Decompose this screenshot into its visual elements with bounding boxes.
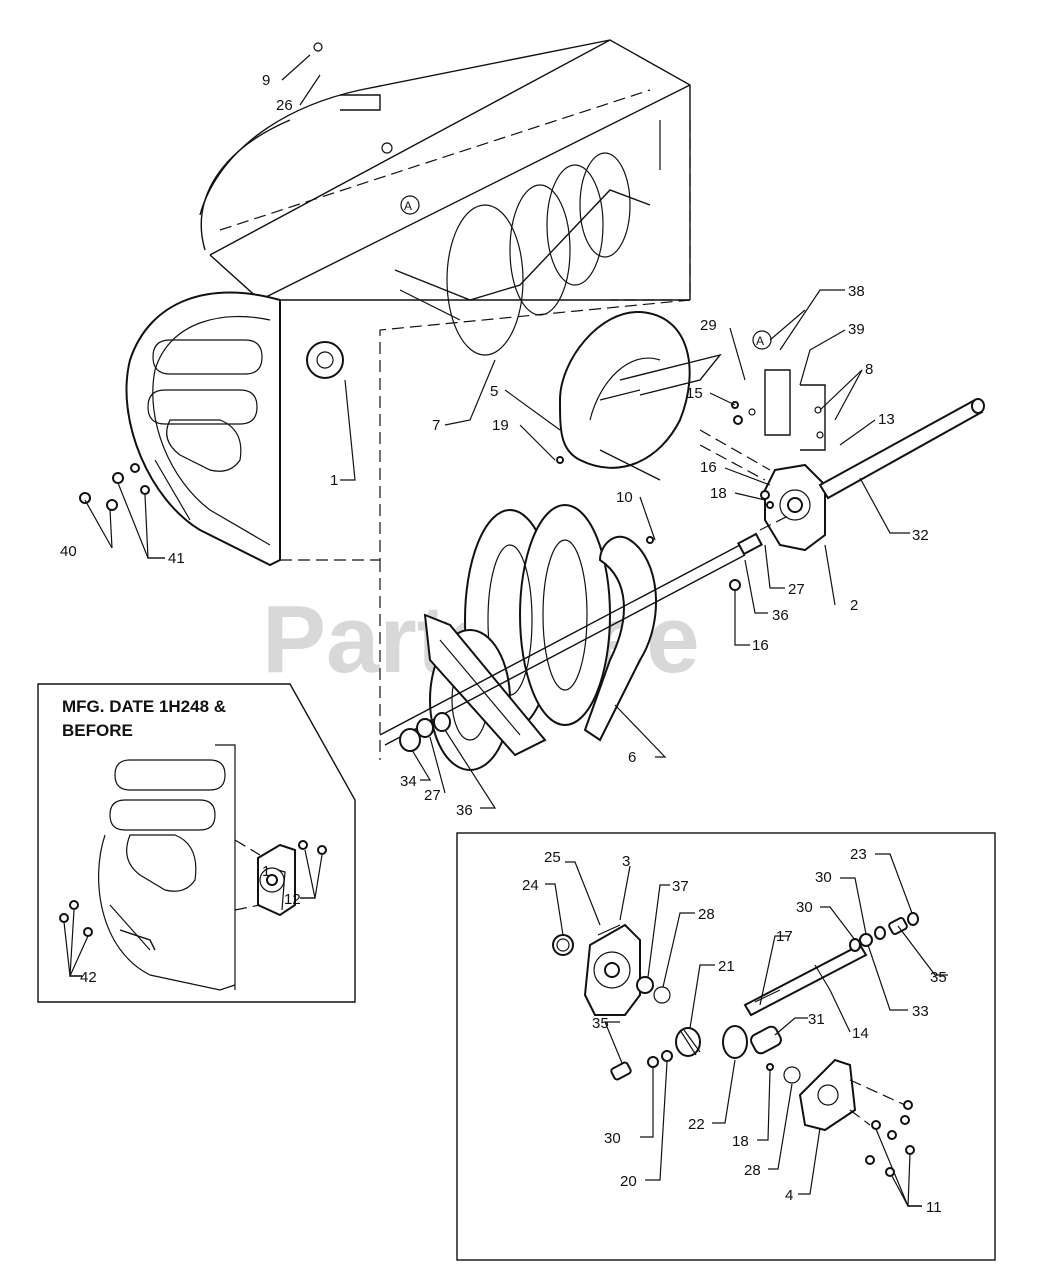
auger-in-housing	[394, 152, 651, 356]
label-28b: 28	[744, 1162, 761, 1179]
label-13: 13	[878, 411, 895, 428]
label-18b: 18	[732, 1133, 749, 1150]
label-20: 20	[620, 1173, 637, 1190]
label-23: 23	[850, 846, 867, 863]
label-10: 10	[616, 489, 633, 506]
hardware-main	[79, 42, 791, 752]
label-27a: 27	[788, 581, 805, 598]
label-9: 9	[262, 72, 270, 89]
label-40: 40	[60, 543, 77, 560]
label-14: 14	[852, 1025, 869, 1042]
label-2: 2	[850, 597, 858, 614]
label-38: 38	[848, 283, 865, 300]
label-17: 17	[776, 928, 793, 945]
label-18a: 18	[710, 485, 727, 502]
label-26: 26	[276, 97, 293, 114]
label-15: 15	[686, 385, 703, 402]
label-21: 21	[718, 958, 735, 975]
label-30a: 30	[796, 899, 813, 916]
impeller	[558, 310, 722, 481]
label-11: 11	[926, 1199, 942, 1216]
label-30b: 30	[815, 869, 832, 886]
callout-labels-main: 9 26 38 29 39 8 15 13 5 19 7 1 16 18 32 …	[60, 72, 929, 819]
label-35a: 35	[930, 969, 947, 986]
label-24: 24	[522, 877, 539, 894]
label-30c: 30	[604, 1130, 621, 1147]
label-12: 12	[284, 891, 301, 908]
callout-a-housing: A	[400, 195, 420, 215]
label-3: 3	[622, 853, 630, 870]
label-29: 29	[700, 317, 717, 334]
label-6: 6	[628, 749, 636, 766]
inset-gearbox-exploded: 25 3 24 37 28 21 17 30 30 23 35 33 14 35…	[456, 832, 996, 1261]
label-36a: 36	[772, 607, 789, 624]
label-22: 22	[688, 1116, 705, 1133]
label-25: 25	[544, 849, 561, 866]
svg-text:A: A	[756, 334, 764, 348]
label-33: 33	[912, 1003, 929, 1020]
label-4: 4	[785, 1187, 793, 1204]
chute-bracket	[731, 309, 826, 451]
label-41: 41	[168, 550, 185, 567]
label-8: 8	[865, 361, 873, 378]
label-1: 1	[330, 472, 338, 489]
label-1b: 1	[262, 863, 270, 880]
label-5: 5	[490, 383, 498, 400]
label-37: 37	[672, 878, 689, 895]
label-42: 42	[80, 969, 97, 986]
label-35b: 35	[592, 1015, 609, 1032]
callout-a-bracket: A	[752, 330, 772, 350]
inset-mfg-date: MFG. DATE 1H248 & BEFORE 1 12 42	[37, 683, 356, 1003]
label-39: 39	[848, 321, 865, 338]
label-16b: 16	[752, 637, 769, 654]
inset-title-line1: MFG. DATE 1H248 &	[62, 697, 226, 716]
label-7: 7	[432, 417, 440, 434]
label-34: 34	[400, 773, 417, 790]
inset-title-line2: BEFORE	[62, 721, 133, 740]
auger-housing	[125, 39, 691, 760]
leader-lines-main	[84, 54, 910, 809]
label-31: 31	[808, 1011, 825, 1028]
label-27b: 27	[424, 787, 441, 804]
label-28a: 28	[698, 906, 715, 923]
svg-text:A: A	[404, 199, 412, 213]
main-auger	[379, 504, 763, 771]
label-19: 19	[492, 417, 509, 434]
label-16a: 16	[700, 459, 717, 476]
label-36b: 36	[456, 802, 473, 819]
label-32: 32	[912, 527, 929, 544]
